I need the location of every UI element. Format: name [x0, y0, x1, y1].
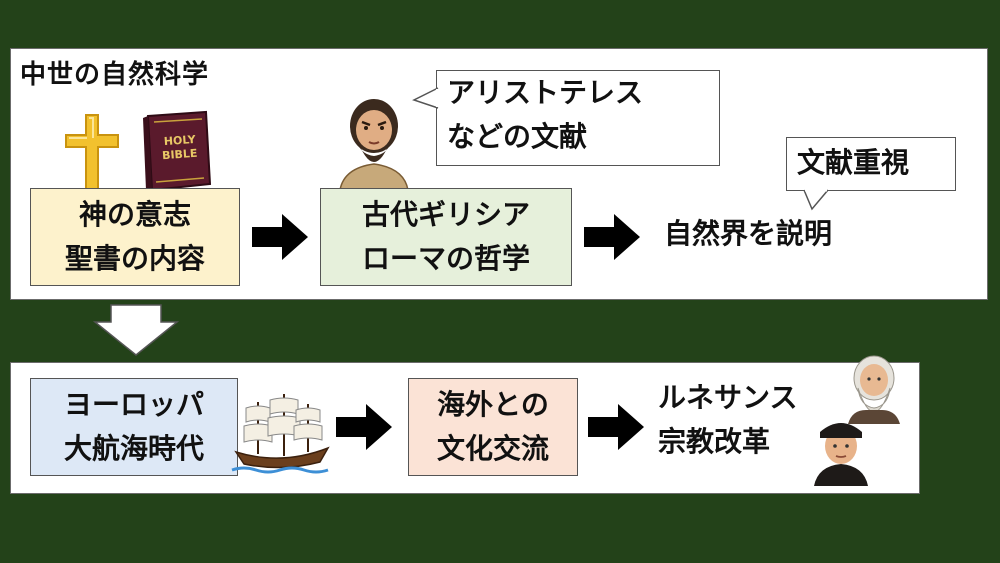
aristotle-icon: [339, 99, 409, 191]
bubble-tail-aristotle: [412, 87, 439, 109]
greek-roman-philosophy-box: 古代ギリシア ローマの哲学: [320, 188, 572, 286]
age-of-discovery-box: ヨーロッパ 大航海時代: [30, 378, 238, 476]
arrow-right-icon: [336, 404, 392, 450]
voyage-line1: ヨーロッパ: [63, 388, 204, 421]
bible-title-line2: BIBLE: [162, 147, 198, 162]
renaissance-reformation-text: ルネサンス 宗教改革: [658, 376, 797, 464]
bible-title-line1: HOLY: [163, 133, 197, 148]
arrow-down-icon: [92, 304, 180, 356]
divine-will-line1: 神の意志: [78, 198, 191, 231]
documents-speech-bubble: 文献重視: [786, 137, 956, 191]
arrow-right-icon: [588, 404, 644, 450]
bubble-aristotle-line2: などの文献: [447, 120, 588, 153]
bubble-tail-docs: [803, 188, 829, 211]
renaissance-line2: 宗教改革: [658, 425, 771, 458]
bubble-docs-text: 文献重視: [797, 146, 910, 179]
bubble-aristotle-line1: アリストテレス: [447, 76, 644, 109]
divine-will-line2: 聖書の内容: [64, 242, 205, 275]
arrow-right-icon: [584, 214, 640, 260]
divine-will-box: 神の意志 聖書の内容: [30, 188, 240, 286]
culture-line2: 文化交流: [436, 432, 549, 465]
leonardo-icon: [848, 355, 900, 424]
voyage-line2: 大航海時代: [63, 432, 204, 465]
philosophy-line1: 古代ギリシア: [361, 198, 530, 231]
renaissance-line1: ルネサンス: [658, 381, 798, 414]
arrow-right-icon: [252, 214, 308, 260]
cross-icon: [65, 114, 119, 192]
page-title: 中世の自然科学: [20, 60, 210, 90]
luther-icon: [814, 423, 868, 486]
cultural-exchange-box: 海外との 文化交流: [408, 378, 578, 476]
explain-nature-text: 自然界を説明: [664, 217, 833, 250]
ship-icon: [231, 394, 330, 474]
culture-line1: 海外との: [437, 388, 549, 421]
bible-icon: HOLY BIBLE: [143, 110, 212, 192]
aristotle-speech-bubble: アリストテレス などの文献: [436, 70, 720, 166]
philosophy-line2: ローマの哲学: [361, 242, 530, 275]
